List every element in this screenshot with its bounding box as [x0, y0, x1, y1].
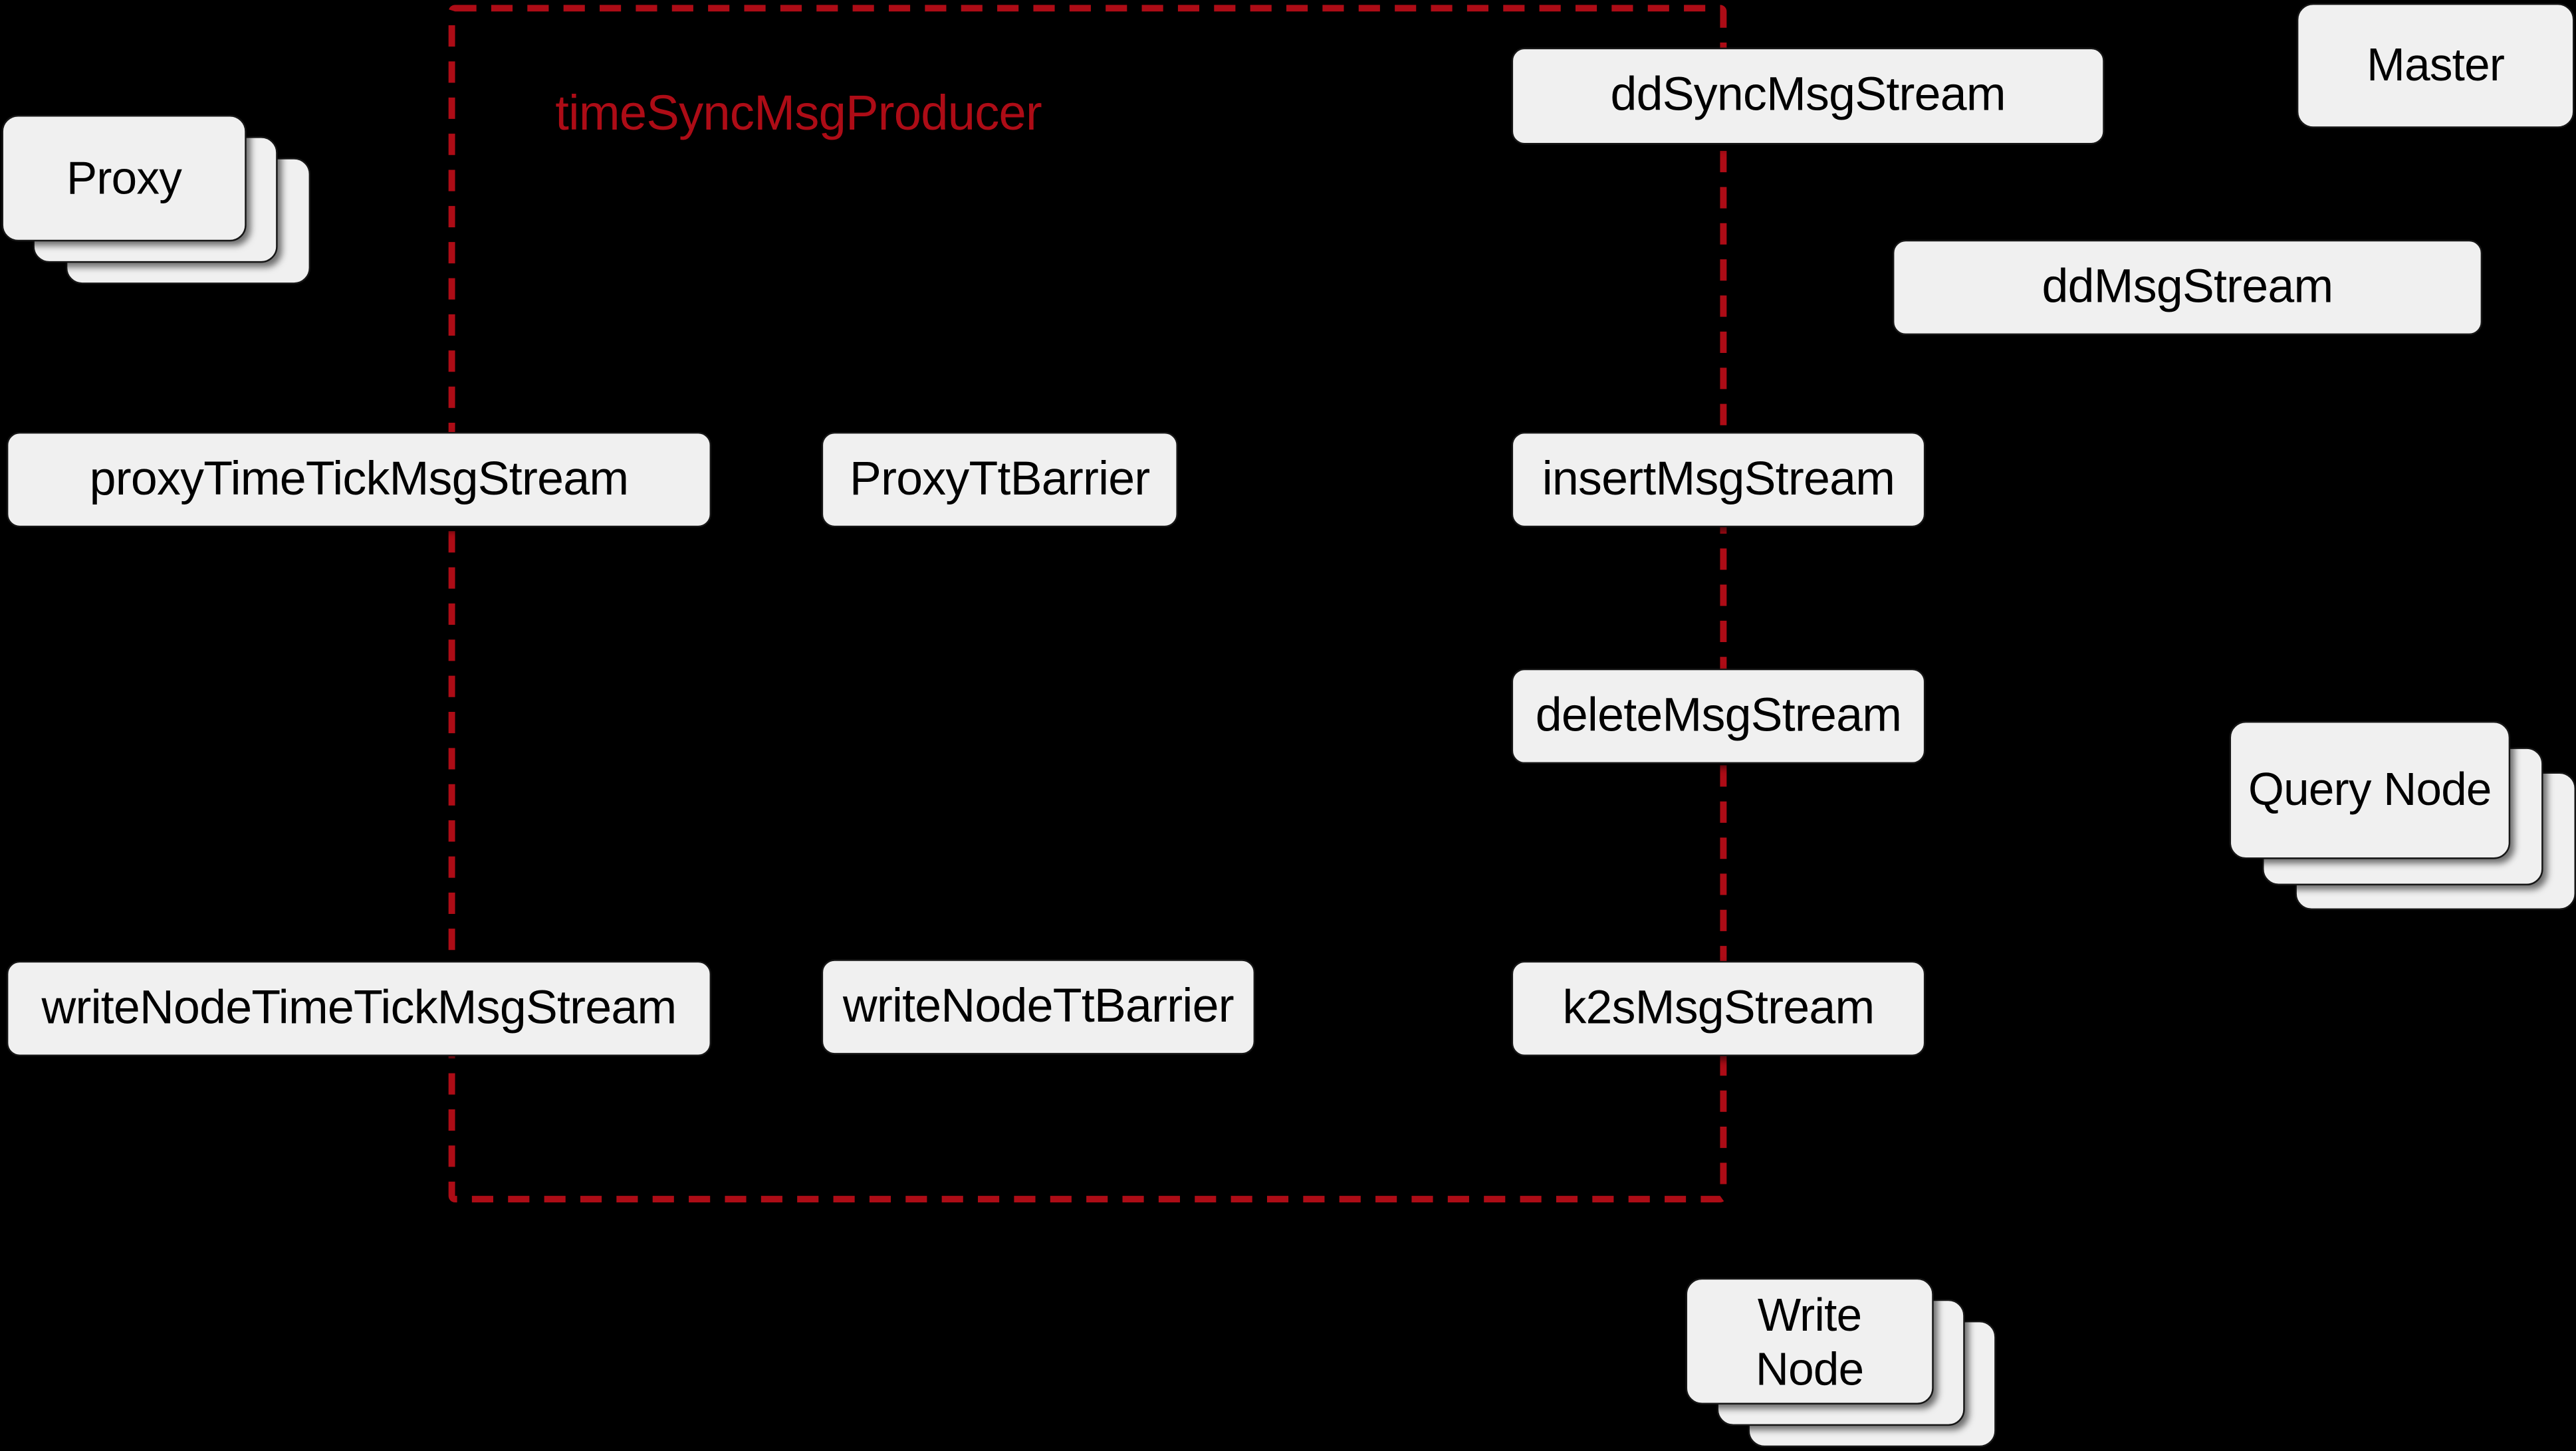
stream-dd-msg-stream: ddMsgStream	[1892, 239, 2483, 336]
stream-delete-msg-stream-label: deleteMsgStream	[1535, 689, 1902, 742]
node-write-node-label: Write Node	[1755, 1288, 1864, 1394]
stream-dd-sync-msg-stream-label: ddSyncMsgStream	[1610, 68, 2006, 122]
stream-proxy-time-tick-msg-stream-label: proxyTimeTickMsgStream	[89, 452, 629, 505]
stream-proxy-tt-barrier: ProxyTtBarrier	[821, 431, 1178, 528]
node-write-node: Write Node	[1685, 1278, 1996, 1448]
node-write-node-card-front: Write Node	[1685, 1278, 1934, 1404]
node-query-node-label: Query Node	[2248, 764, 2492, 815]
stream-k2s-msg-stream: k2sMsgStream	[1511, 960, 1926, 1057]
node-master: Master	[2296, 3, 2575, 128]
stream-write-node-tt-barrier-label: writeNodeTtBarrier	[842, 980, 1234, 1033]
time-sync-producer-label: timeSyncMsgProducer	[555, 86, 1042, 142]
stream-write-node-time-tick-msg-stream: writeNodeTimeTickMsgStream	[6, 960, 712, 1057]
node-query-node: Query Node	[2229, 721, 2576, 911]
stream-insert-msg-stream-label: insertMsgStream	[1542, 452, 1895, 505]
stream-insert-msg-stream: insertMsgStream	[1511, 431, 1926, 528]
stream-k2s-msg-stream-label: k2sMsgStream	[1562, 981, 1875, 1034]
node-proxy: Proxy	[1, 114, 311, 284]
node-master-label: Master	[2367, 39, 2505, 90]
stream-proxy-time-tick-msg-stream: proxyTimeTickMsgStream	[6, 431, 712, 528]
stream-delete-msg-stream: deleteMsgStream	[1511, 668, 1926, 764]
stream-write-node-time-tick-msg-stream-label: writeNodeTimeTickMsgStream	[41, 981, 677, 1034]
stream-dd-msg-stream-label: ddMsgStream	[2042, 260, 2334, 313]
node-query-node-card-front: Query Node	[2229, 721, 2511, 859]
stream-dd-sync-msg-stream: ddSyncMsgStream	[1511, 47, 2105, 145]
node-proxy-label: Proxy	[66, 152, 182, 203]
node-proxy-card-front: Proxy	[1, 114, 247, 242]
time-sync-producer-boundary-rect	[448, 5, 1727, 1202]
stream-proxy-tt-barrier-label: ProxyTtBarrier	[850, 452, 1150, 505]
stream-write-node-tt-barrier: writeNodeTtBarrier	[821, 959, 1256, 1055]
